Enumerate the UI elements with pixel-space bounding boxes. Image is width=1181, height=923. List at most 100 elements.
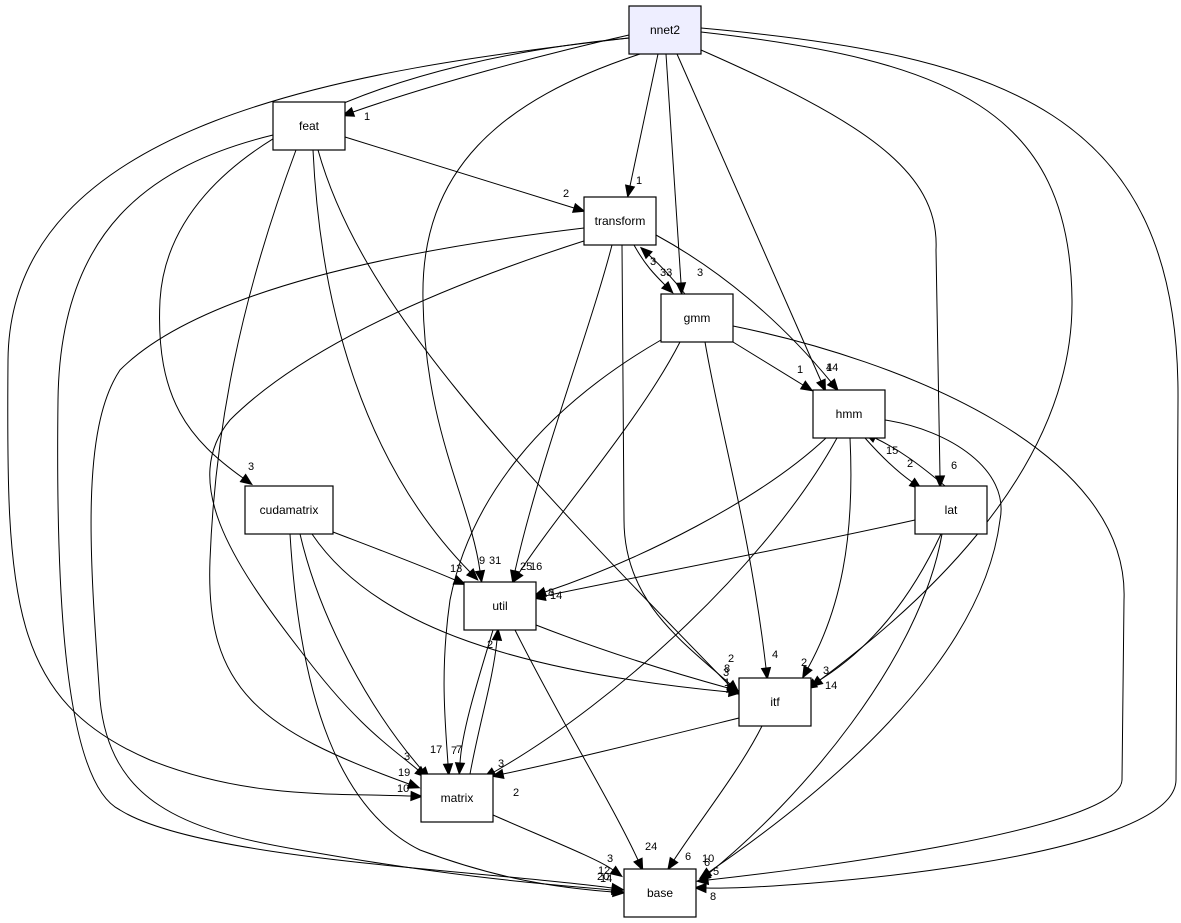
edge-line [700, 49, 941, 477]
edge-line [655, 234, 832, 383]
edge-line [673, 725, 763, 861]
node-cudamatrix[interactable]: cudamatrix [244, 485, 334, 535]
edge-feat-to-matrix: 19 [209, 149, 421, 789]
edge-nnet2-to-feat: 1 [341, 34, 630, 123]
node-matrix[interactable]: matrix [420, 773, 494, 823]
edge-matrix-to-util: 2 [469, 627, 503, 775]
edge-count-label: 3 [498, 758, 504, 770]
node-label: lat [945, 503, 958, 517]
edge-count-label: 20 [597, 871, 609, 883]
edge-count-label: 25 [520, 561, 532, 573]
node-label: matrix [441, 791, 474, 805]
arrowhead [799, 380, 814, 392]
arrowhead [465, 567, 479, 581]
edge-count-label: 2 [728, 653, 734, 665]
arrowhead [442, 763, 454, 777]
edge-gmm-to-itf: 4 [704, 341, 778, 681]
arrowhead [639, 246, 653, 260]
edge-count-label: 2 [801, 657, 807, 669]
edge-line [864, 437, 913, 483]
node-base[interactable]: base [623, 868, 697, 918]
node-box[interactable] [914, 485, 988, 535]
edge-line [648, 254, 686, 295]
edge-line [544, 519, 916, 597]
node-lat[interactable]: lat [914, 485, 988, 535]
arrowhead [667, 856, 679, 871]
node-itf[interactable]: itf [738, 677, 812, 727]
node-box[interactable] [583, 196, 657, 246]
edge-count-label: 2 [513, 787, 519, 799]
edge-count-label: 3 [823, 665, 829, 677]
edge-line [209, 238, 591, 771]
edge-count-label: 3 [723, 667, 729, 679]
arrowhead [698, 869, 712, 882]
edge-count-label: 10 [397, 783, 409, 795]
edge-count-label: 1 [797, 364, 803, 376]
edge-line [814, 533, 942, 684]
node-hmm[interactable]: hmm [812, 389, 886, 439]
edge-line [311, 533, 730, 693]
edge-gmm-to-matrix: 7 [442, 339, 662, 777]
node-box[interactable] [623, 868, 697, 918]
edge-count-label: 8 [548, 587, 554, 599]
edge-cudamatrix-to-base: 14 [289, 533, 626, 898]
arrowhead [239, 473, 253, 486]
edge-line [352, 34, 630, 113]
arrowhead [410, 790, 424, 802]
edges-layer: 1134633114108293192033142523123116475282… [7, 27, 1179, 903]
edge-line [707, 533, 943, 875]
node-nnet2[interactable]: nnet2 [628, 5, 702, 55]
edge-count-label: 10 [702, 853, 714, 865]
node-util[interactable]: util [463, 581, 537, 631]
arrowhead [406, 778, 421, 789]
node-box[interactable] [660, 293, 734, 343]
edge-count-label: 7 [456, 744, 462, 756]
edge-hmm-to-itf: 2 [801, 437, 852, 679]
node-label: itf [770, 695, 780, 709]
arrowhead [660, 280, 674, 294]
edge-line [700, 31, 1073, 681]
edge-line [209, 149, 410, 785]
edge-nnet2-to-util: 31 [422, 53, 641, 584]
node-box[interactable] [420, 773, 494, 823]
edge-util-to-itf: 8 [535, 624, 740, 693]
edge-nnet2-to-cudamatrix: 3 [159, 37, 630, 486]
edge-line [707, 325, 1125, 881]
edge-count-label: 6 [951, 460, 957, 472]
node-box[interactable] [244, 485, 334, 535]
edge-line [90, 227, 613, 891]
edge-line [312, 149, 471, 573]
node-transform[interactable]: transform [583, 196, 657, 246]
edge-feat-to-transform: 2 [344, 136, 586, 213]
edge-nnet2-to-hmm: 4 [676, 53, 832, 393]
edge-count-label: 31 [489, 555, 501, 567]
edge-line [874, 437, 946, 487]
arrowhead [512, 569, 524, 584]
arrowhead [452, 574, 467, 585]
edge-line [665, 53, 682, 284]
edge-itf-to-matrix: 2 [490, 717, 740, 799]
edge-line [159, 37, 630, 479]
edge-itf-to-base: 6 [667, 725, 763, 871]
edge-count-label: 12 [598, 865, 610, 877]
edge-line [344, 136, 575, 209]
node-feat[interactable]: feat [272, 101, 346, 151]
edge-count-label: 3 [650, 256, 656, 268]
edge-transform-to-hmm: 14 [655, 234, 839, 392]
node-box[interactable] [738, 677, 812, 727]
edge-count-label: 1 [636, 175, 642, 187]
edge-line [443, 339, 662, 765]
node-box[interactable] [463, 581, 537, 631]
node-box[interactable] [812, 389, 886, 439]
node-box[interactable] [272, 101, 346, 151]
arrowhead [532, 590, 547, 602]
arrowhead [693, 882, 707, 894]
node-box[interactable] [628, 5, 702, 55]
edge-line [493, 437, 838, 773]
arrowhead [826, 378, 839, 392]
edge-line [700, 27, 1179, 889]
edge-line [732, 341, 804, 386]
edge-line [57, 134, 613, 889]
node-gmm[interactable]: gmm [660, 293, 734, 343]
arrowhead [609, 865, 623, 878]
